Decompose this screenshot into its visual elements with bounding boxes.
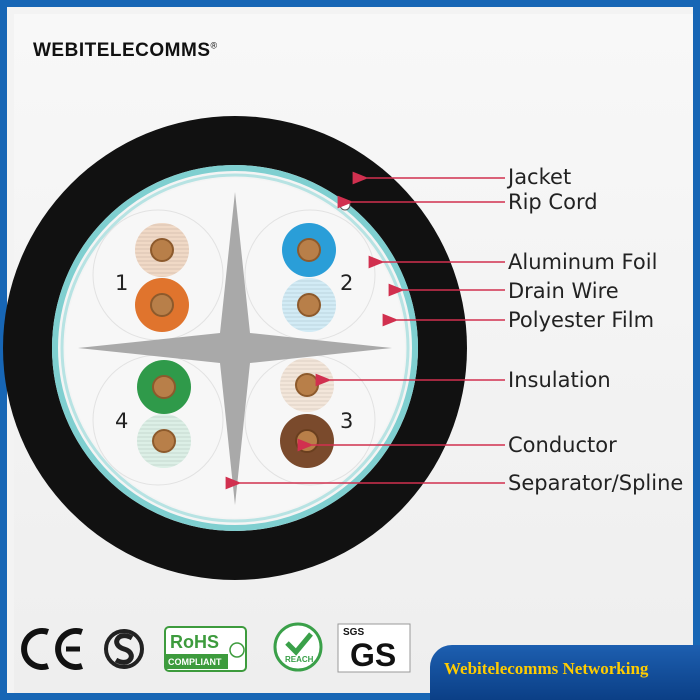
s-mark-logo	[104, 629, 144, 669]
sgs-gs-badge: SGS GS	[337, 623, 411, 673]
pair-number-4: 4	[115, 409, 128, 433]
label-jacket: Jacket	[506, 165, 571, 189]
footer-banner: Webitelecomms Networking	[430, 645, 700, 700]
reach-badge: REACH	[273, 622, 323, 672]
registered-mark: ®	[210, 40, 218, 51]
label-conductor: Conductor	[508, 433, 617, 457]
pair1-conductor-a	[150, 238, 174, 262]
rohs-subtitle: COMPLIANT	[168, 657, 222, 667]
reach-text: REACH	[285, 655, 314, 664]
pair2-conductor-b	[297, 293, 321, 317]
rohs-badge: RoHS COMPLIANT	[164, 626, 247, 672]
pair3-conductor-b	[295, 429, 319, 453]
label-insulation: Insulation	[508, 368, 611, 392]
sgs-text: SGS	[343, 627, 364, 638]
polyester-film-ring	[60, 173, 410, 523]
brand-logo: WEBITELECOMMS®	[33, 40, 218, 62]
pair3-conductor-a	[295, 373, 319, 397]
rohs-title: RoHS	[170, 632, 219, 652]
separator-spline	[78, 192, 392, 505]
pair-number-2: 2	[340, 271, 353, 295]
pair-number-3: 3	[340, 409, 353, 433]
label-aluminum-foil: Aluminum Foil	[508, 250, 657, 274]
pair1-conductor-b	[150, 293, 174, 317]
gs-text: GS	[350, 637, 396, 673]
pair2-conductor-a	[297, 238, 321, 262]
label-separator-spline: Separator/Spline	[508, 471, 683, 495]
rip-cord-marker	[339, 199, 351, 211]
label-drain-wire: Drain Wire	[508, 279, 619, 303]
pair-number-1: 1	[115, 271, 128, 295]
pair4-conductor-b	[152, 429, 176, 453]
drain-wire-marker	[394, 287, 400, 293]
pair4-conductor-a	[152, 375, 176, 399]
aluminum-foil-ring	[52, 165, 418, 531]
label-polyester-film: Polyester Film	[508, 308, 654, 332]
label-rip-cord: Rip Cord	[508, 190, 598, 214]
brand-name: WEBITELECOMMS	[33, 40, 211, 61]
footer-text: Webitelecomms Networking	[444, 659, 649, 678]
ce-logo	[21, 628, 83, 670]
